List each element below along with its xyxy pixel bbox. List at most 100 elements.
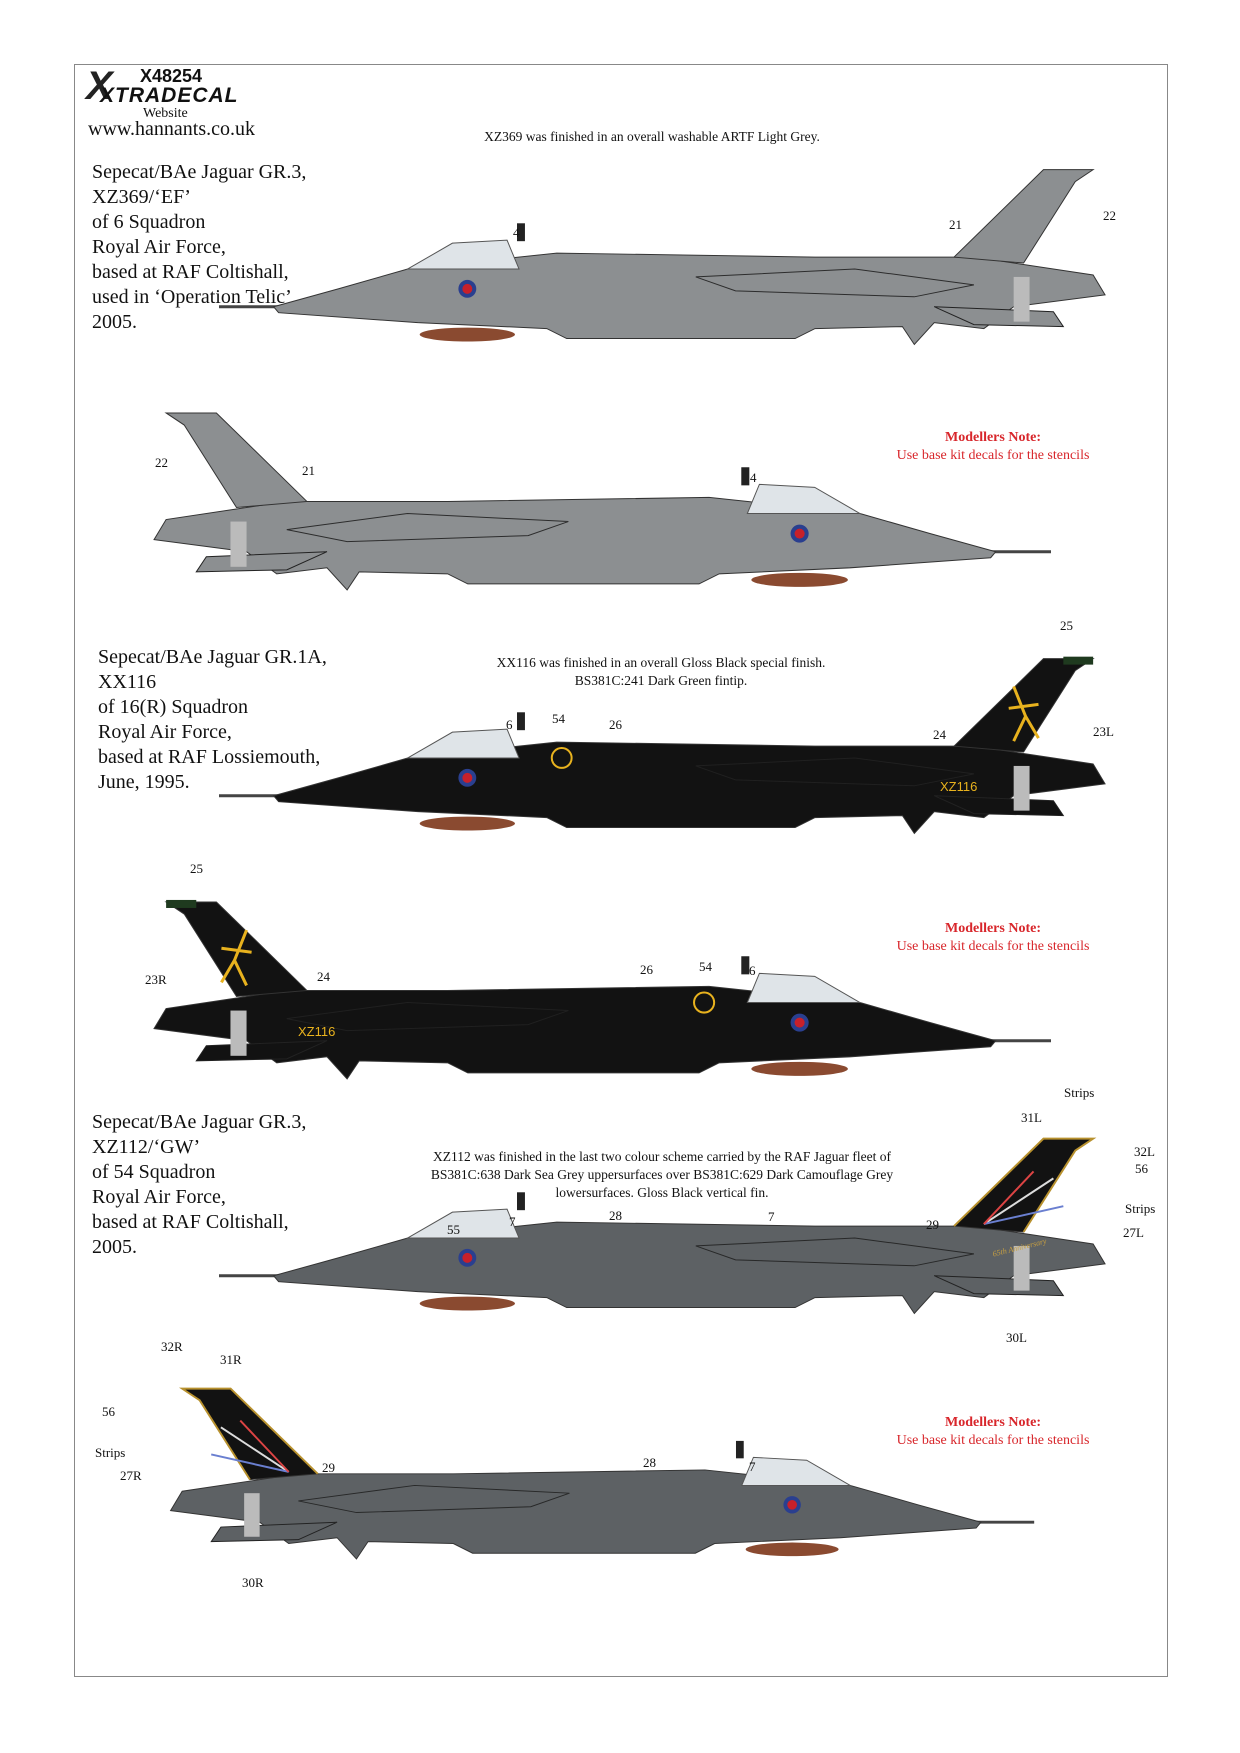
fuselage bbox=[153, 985, 997, 1080]
callout-label: 7 bbox=[509, 1214, 516, 1229]
callout-label: Strips bbox=[95, 1445, 126, 1460]
canopy bbox=[405, 1208, 520, 1239]
fin-strip bbox=[220, 1426, 290, 1473]
callout-label: 4 bbox=[513, 225, 520, 240]
note-line: lowersurfaces. Gloss Black vertical fin. bbox=[555, 1185, 769, 1200]
desc-line: based at RAF Lossiemouth, bbox=[98, 746, 321, 768]
callout-label: 56 bbox=[102, 1404, 115, 1419]
fin-gold-edge bbox=[178, 1387, 319, 1481]
roundel-centre bbox=[794, 528, 805, 539]
squadron-badge bbox=[550, 747, 573, 769]
scheme-1-finish-note: XZ369 was finished in an overall washabl… bbox=[484, 128, 820, 146]
callout-label: 6 bbox=[506, 717, 513, 732]
canopy bbox=[741, 1456, 853, 1486]
aircraft-group bbox=[169, 1387, 1035, 1560]
saint-figure-emblem bbox=[220, 929, 252, 987]
callout-label: 54 bbox=[699, 959, 712, 974]
desc-line: Sepecat/BAe Jaguar GR.3, bbox=[92, 161, 307, 183]
callout-label: 31R bbox=[220, 1352, 242, 1367]
callout-label: 54 bbox=[552, 711, 565, 726]
canopy bbox=[405, 239, 520, 270]
desc-line: of 54 Squadron bbox=[92, 1161, 216, 1183]
canopy bbox=[746, 483, 862, 515]
wing bbox=[695, 1237, 975, 1267]
desc-line: 2005. bbox=[92, 1236, 137, 1258]
note-line: XZ112 was finished in the last two colou… bbox=[433, 1149, 891, 1164]
profile-xz369-right bbox=[153, 412, 1051, 591]
engine-nozzle bbox=[1013, 1245, 1030, 1291]
fuel-tank bbox=[751, 572, 848, 587]
product-code: X48254 bbox=[140, 66, 203, 86]
periscope bbox=[741, 956, 750, 975]
callout-label: Strips bbox=[1064, 1085, 1095, 1100]
callout-label: 56 bbox=[1135, 1161, 1148, 1176]
aircraft-group bbox=[153, 899, 1051, 1080]
callout-label: 26 bbox=[609, 717, 622, 732]
callout-label: 23L bbox=[1093, 724, 1114, 739]
scheme-3-finish-note: XZ112 was finished in the last two colou… bbox=[431, 1148, 893, 1202]
roundel-centre bbox=[462, 283, 473, 294]
website-url[interactable]: www.hannants.co.uk bbox=[88, 118, 256, 140]
canopy bbox=[746, 972, 862, 1004]
scheme-1-modellers-note: Modellers Note: Use base kit decals for … bbox=[897, 429, 1090, 465]
callout-label: 25 bbox=[190, 861, 203, 876]
profile-xx116-left bbox=[219, 656, 1106, 835]
fin-strip bbox=[983, 1170, 1035, 1225]
desc-line: based at RAF Coltishall, bbox=[92, 261, 289, 283]
wing bbox=[286, 1002, 569, 1032]
fuselage bbox=[272, 1221, 1106, 1315]
callout-label: 22 bbox=[1103, 208, 1116, 223]
scheme-1-description: Sepecat/BAe Jaguar GR.3, XZ369/‘EF’ of 6… bbox=[92, 160, 306, 335]
callout-label: 4 bbox=[750, 470, 757, 485]
vertical-fin bbox=[164, 412, 309, 509]
callout-label: 55 bbox=[447, 1222, 460, 1237]
fuel-tank bbox=[751, 1061, 848, 1076]
desc-line: XZ112/‘GW’ bbox=[92, 1136, 201, 1158]
note-line: XX116 was finished in an overall Gloss B… bbox=[496, 655, 826, 670]
fuselage bbox=[169, 1469, 982, 1560]
roundel-centre bbox=[462, 1252, 473, 1263]
profile-xx116-right bbox=[153, 899, 1051, 1080]
dark-green-fintip bbox=[166, 899, 197, 908]
callout-label: 23R bbox=[145, 972, 167, 987]
callout-label: 26 bbox=[640, 962, 653, 977]
scheme-2-modellers-note: Modellers Note: Use base kit decals for … bbox=[897, 920, 1090, 956]
wing bbox=[695, 268, 975, 298]
modellers-note-text: Use base kit decals for the stencils bbox=[896, 448, 1090, 463]
fin-strip bbox=[211, 1453, 289, 1473]
callout-label: 27R bbox=[120, 1468, 142, 1483]
desc-line: Royal Air Force, bbox=[92, 236, 226, 258]
fuel-tank bbox=[419, 1296, 516, 1311]
engine-nozzle bbox=[230, 1010, 247, 1056]
note-line: XZ369 was finished in an overall washabl… bbox=[484, 129, 820, 144]
xx116-left-serial: XZ116 bbox=[940, 779, 978, 794]
scheme-2-finish-note: XX116 was finished in an overall Gloss B… bbox=[497, 654, 826, 690]
scheme-2-description: Sepecat/BAe Jaguar GR.1A, XX116 of 16(R)… bbox=[98, 645, 327, 795]
callout-label: 21 bbox=[949, 217, 962, 232]
callout-label: 25 bbox=[1060, 618, 1073, 633]
periscope bbox=[735, 1440, 744, 1459]
aircraft-group bbox=[153, 412, 1051, 591]
roundel-centre bbox=[462, 772, 473, 783]
modellers-note-text: Use base kit decals for the stencils bbox=[896, 1433, 1090, 1448]
roundel-centre bbox=[794, 1017, 805, 1028]
callout-label: 32L bbox=[1134, 1144, 1155, 1159]
modellers-note-title: Modellers Note: bbox=[944, 1415, 1042, 1430]
desc-line: XZ369/‘EF’ bbox=[92, 186, 191, 208]
engine-nozzle bbox=[1013, 765, 1030, 811]
wing bbox=[695, 757, 975, 787]
fuel-tank bbox=[745, 1542, 839, 1557]
saint-figure-emblem bbox=[1008, 685, 1040, 742]
desc-line: of 16(R) Squadron bbox=[98, 696, 248, 718]
aircraft-group bbox=[219, 656, 1106, 835]
callout-label: 28 bbox=[643, 1455, 656, 1470]
fuel-tank bbox=[419, 816, 516, 831]
vertical-fin bbox=[952, 169, 1095, 264]
scheme-3-description: Sepecat/BAe Jaguar GR.3, XZ112/‘GW’ of 5… bbox=[92, 1110, 306, 1260]
callout-label: 24 bbox=[317, 969, 330, 984]
callout-label: 29 bbox=[322, 1460, 335, 1475]
note-line: BS381C:241 Dark Green fintip. bbox=[574, 673, 748, 688]
callout-label: 27L bbox=[1123, 1225, 1144, 1240]
fuselage bbox=[153, 496, 997, 591]
modellers-note-title: Modellers Note: bbox=[944, 921, 1042, 936]
